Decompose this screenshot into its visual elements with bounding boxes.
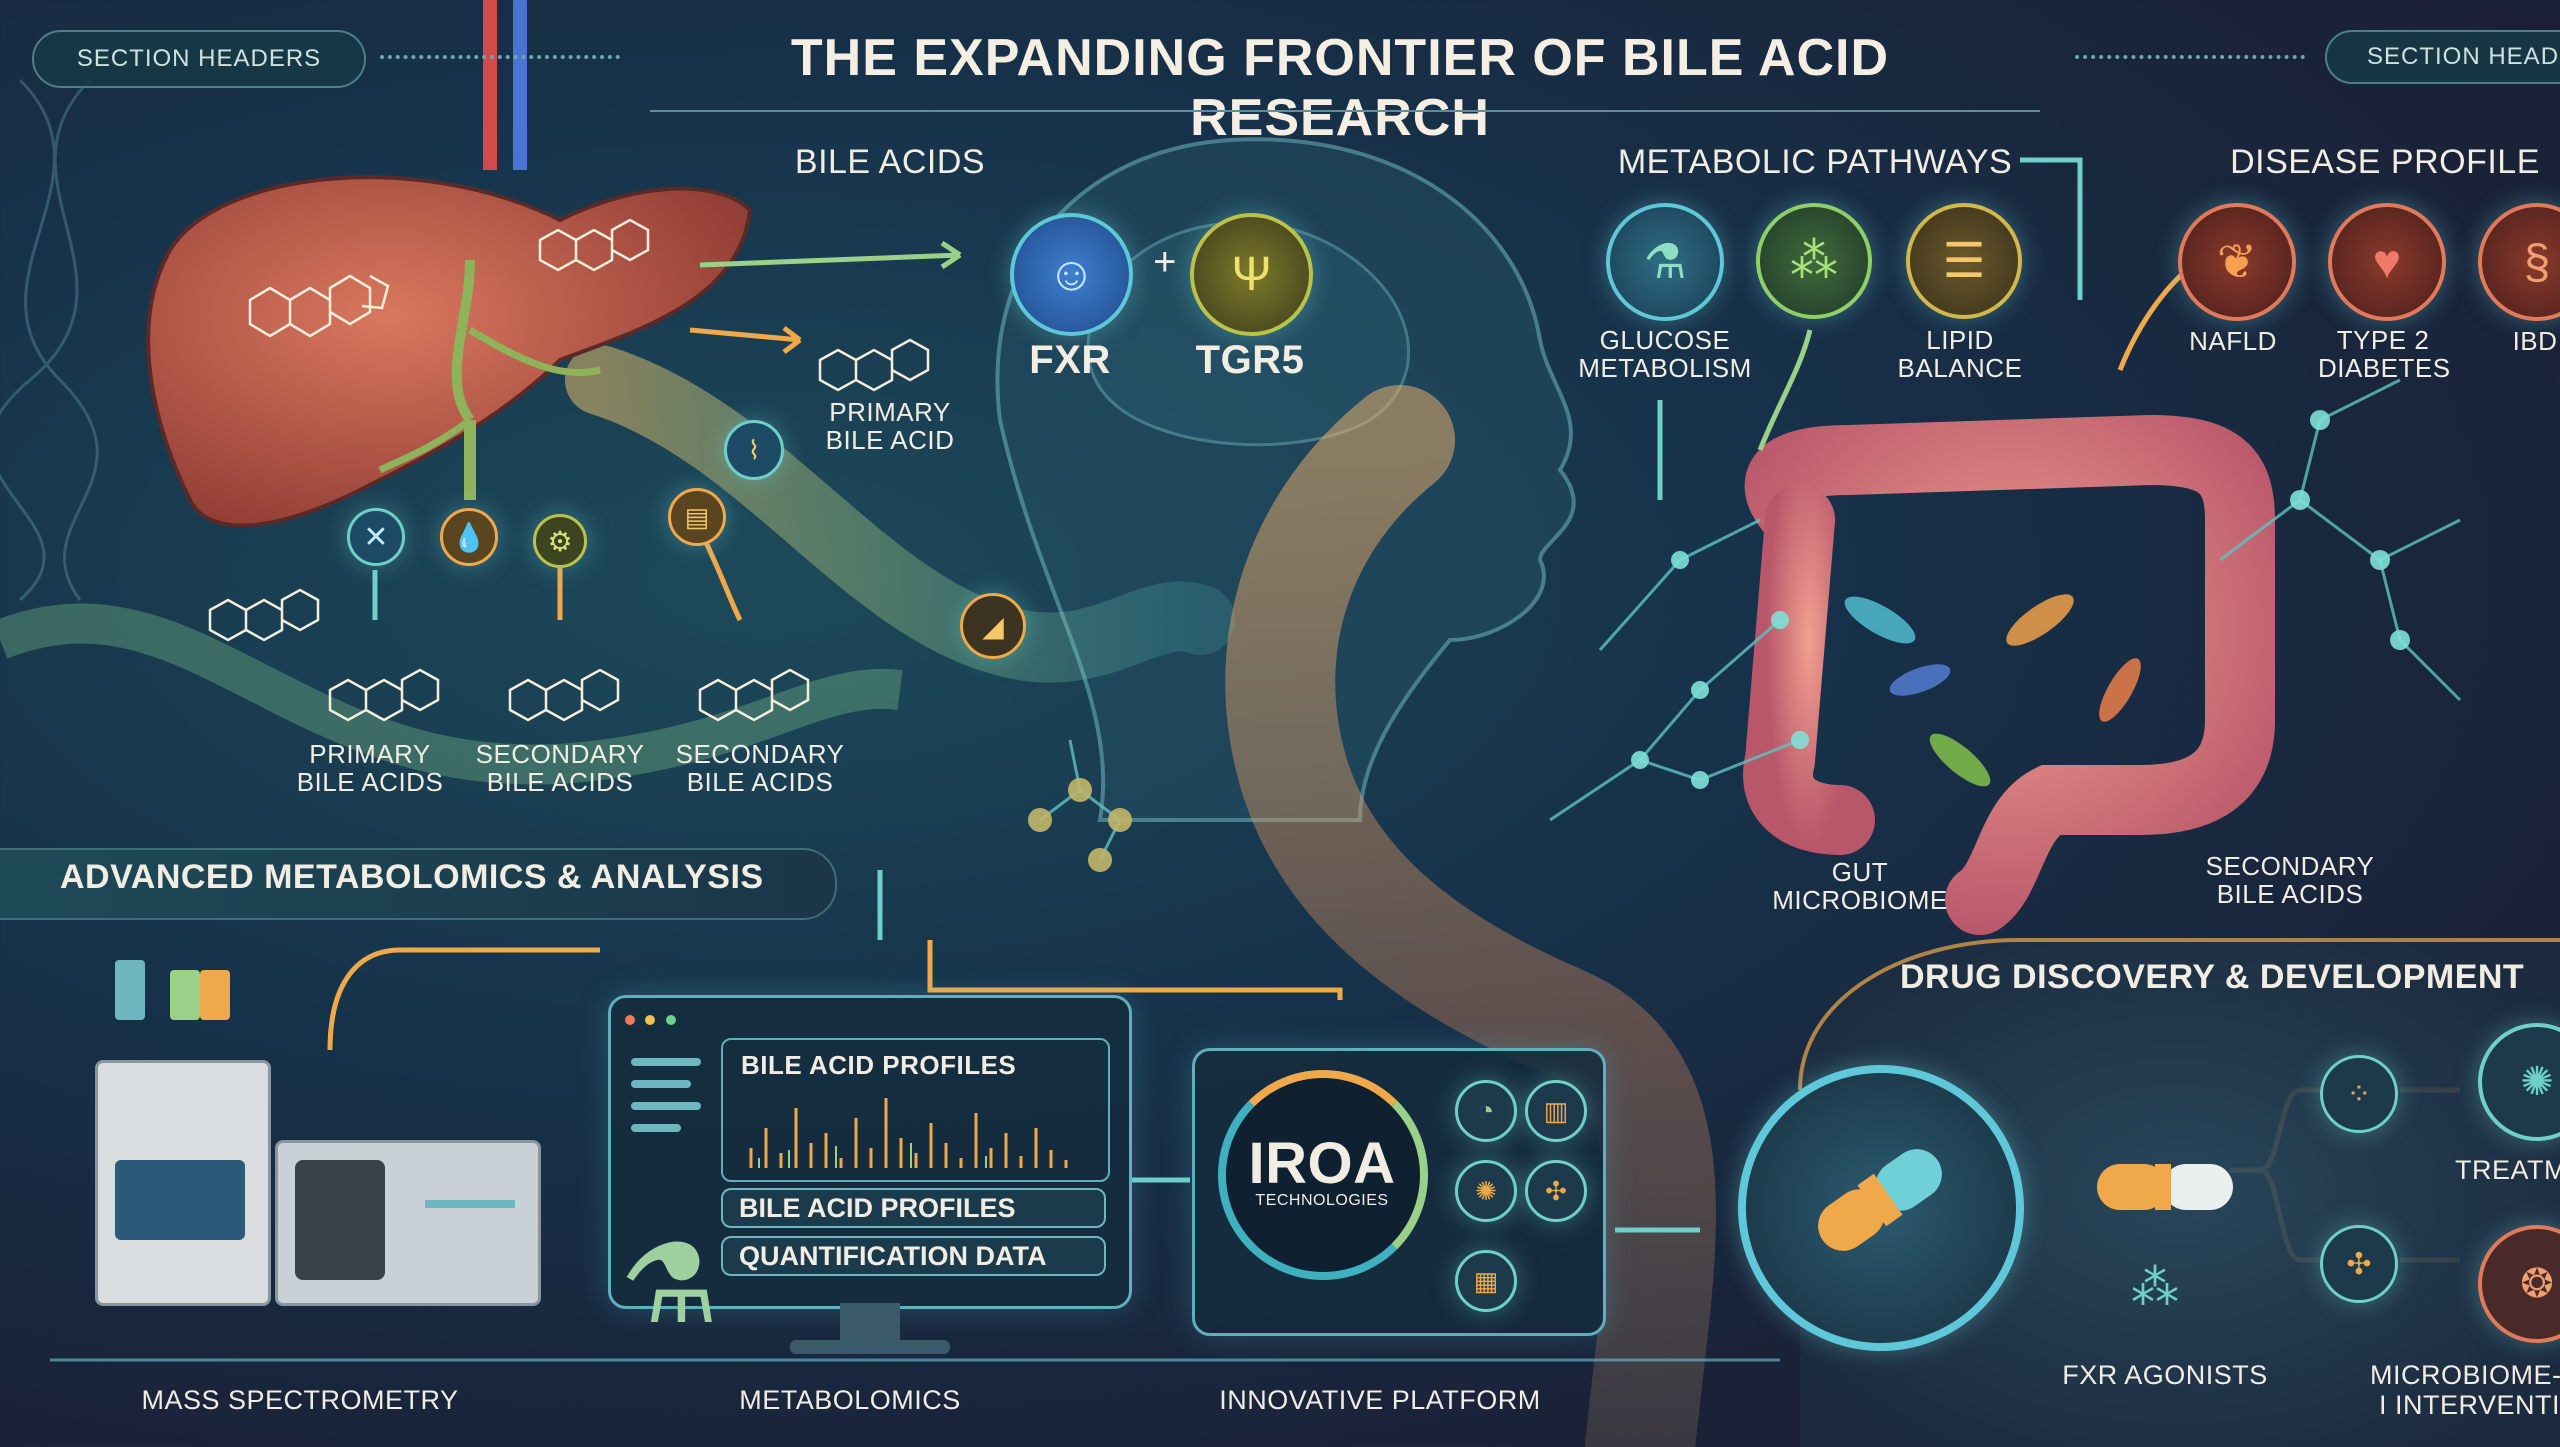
iroa-ring xyxy=(1218,1070,1428,1280)
molecule-icon: ⁂ xyxy=(1756,203,1872,319)
title-dots-left xyxy=(380,55,620,59)
droplet-icon: 💧 xyxy=(440,508,498,566)
stats-icon: ▦ xyxy=(1455,1250,1517,1312)
type-2-diabetes-label: TYPE 2 DIABETES xyxy=(2318,325,2451,383)
spectrum-chart xyxy=(749,1098,1068,1168)
container-icon: ▤ xyxy=(668,488,726,546)
microbiome-intervention-label: MICROBIOME-I INTERVENTI xyxy=(2370,1360,2560,1420)
liver-icon: ❦ xyxy=(2178,203,2296,321)
dna-helix-icon xyxy=(0,78,99,602)
monitor-stand xyxy=(840,1303,900,1343)
compound-icon: ⁘ xyxy=(2320,1055,2398,1133)
heart-icon: ♥ xyxy=(2328,203,2446,321)
treatment-label: TREATM xyxy=(2455,1155,2560,1185)
monitor-base xyxy=(790,1340,950,1354)
metabolic-pathways-header: METABOLIC PATHWAYS xyxy=(1617,143,2013,181)
primary-bile-acid-top-label: PRIMARY BILE ACID xyxy=(825,397,955,455)
tgr5-receptor-icon: Ψ xyxy=(1190,213,1313,336)
section-header-right: SECTION HEADE xyxy=(2325,30,2560,84)
primary-bile-acids-label: PRIMARY BILE ACIDS xyxy=(296,739,444,797)
secondary-bile-acids-gut-label: SECONDARY BILE ACIDS xyxy=(2205,851,2375,909)
section-header-left: SECTION HEADERS xyxy=(32,30,366,88)
flask-icon: ⚗ xyxy=(1606,203,1724,321)
brain-icon: ✺ xyxy=(1455,1160,1517,1222)
gear-icon: ⚙ xyxy=(533,514,587,568)
bile-flow-ribbon xyxy=(565,345,1235,683)
bar-chart-icon: ▥ xyxy=(1525,1080,1587,1142)
plus-sign: + xyxy=(1153,240,1177,284)
network-compound-icon: ✣ xyxy=(2320,1225,2398,1303)
inhibit-icon: ✕ xyxy=(347,508,405,566)
gut-bacteria xyxy=(1844,594,2141,787)
fxr-receptor-icon: ☺ xyxy=(1010,213,1133,336)
fxr-agonist-molecule-icon: ⁂ xyxy=(2131,1262,2179,1315)
title-underline xyxy=(650,110,2040,112)
disease-profile-header: DISEASE PROFILE xyxy=(2230,143,2540,181)
glucose-metabolism-label: GLUCOSE METABOLISM xyxy=(1578,325,1752,383)
secondary-bile-acids-label-2: SECONDARY BILE ACIDS xyxy=(675,739,845,797)
small-capsule-icon xyxy=(2097,1164,2233,1210)
mass-spectrometry-label: MASS SPECTROMETRY xyxy=(141,1385,459,1415)
ibd-label: IBD xyxy=(2512,326,2558,356)
bile-acids-header: BILE ACIDS xyxy=(794,143,986,181)
molecule-link-icon: ⌇ xyxy=(724,420,784,480)
secondary-bile-acids-label-1: SECONDARY BILE ACIDS xyxy=(475,739,645,797)
gut-microbiome-label: GUT MICROBIOME xyxy=(1772,857,1948,915)
quantification-data-bar: QUANTIFICATION DATA xyxy=(721,1236,1106,1276)
liver-illustration xyxy=(146,175,753,528)
gi-tract-flow xyxy=(1225,385,1716,1447)
metabolomics-label: METABOLOMICS xyxy=(739,1385,961,1415)
title-dots-right xyxy=(2075,55,2305,59)
lab-flask-icon: ⚗ xyxy=(620,1223,719,1346)
nafld-label: NAFLD xyxy=(2189,326,2277,356)
capsule-focus-ring xyxy=(1738,1065,2024,1351)
iroa-brand: IROA xyxy=(1248,1131,1396,1196)
network-nodes xyxy=(1028,410,2410,872)
drug-discovery-header: DRUG DISCOVERY & DEVELOPMENT xyxy=(1900,958,2525,996)
bile-acid-profiles-bar: BILE ACID PROFILES xyxy=(721,1188,1106,1228)
page-title: THE EXPANDING FRONTIER OF BILE ACID RESE… xyxy=(790,29,1890,147)
green-wave xyxy=(0,603,903,785)
analysis-header: ADVANCED METABOLOMICS & ANALYSIS xyxy=(60,858,764,896)
innovative-platform-label: INNOVATIVE PLATFORM xyxy=(1219,1385,1541,1415)
tgr5-label: TGR5 xyxy=(1195,338,1305,382)
lipid-icon: ☰ xyxy=(1906,203,2022,319)
transport-icon: ◢ xyxy=(960,593,1026,659)
lipid-balance-label: LIPID BALANCE xyxy=(1897,325,2023,383)
network-icon: ✣ xyxy=(1525,1160,1587,1222)
mass-spectrometer-illustration xyxy=(95,960,541,1306)
metabolomics-panel: BILE ACID PROFILES BILE ACID PROFILES QU… xyxy=(608,995,1132,1309)
fxr-label: FXR xyxy=(1029,338,1111,382)
fxr-agonists-label: FXR AGONISTS xyxy=(2062,1360,2268,1390)
capsule-icon xyxy=(1818,1149,1942,1251)
pie-chart-icon: ◔ xyxy=(1455,1080,1517,1142)
analysis-header-banner xyxy=(0,848,837,920)
iroa-sub: TECHNOLOGIES xyxy=(1255,1192,1389,1209)
colon-illustration xyxy=(1743,414,2275,935)
panel-title: BILE ACID PROFILES xyxy=(741,1050,1017,1080)
